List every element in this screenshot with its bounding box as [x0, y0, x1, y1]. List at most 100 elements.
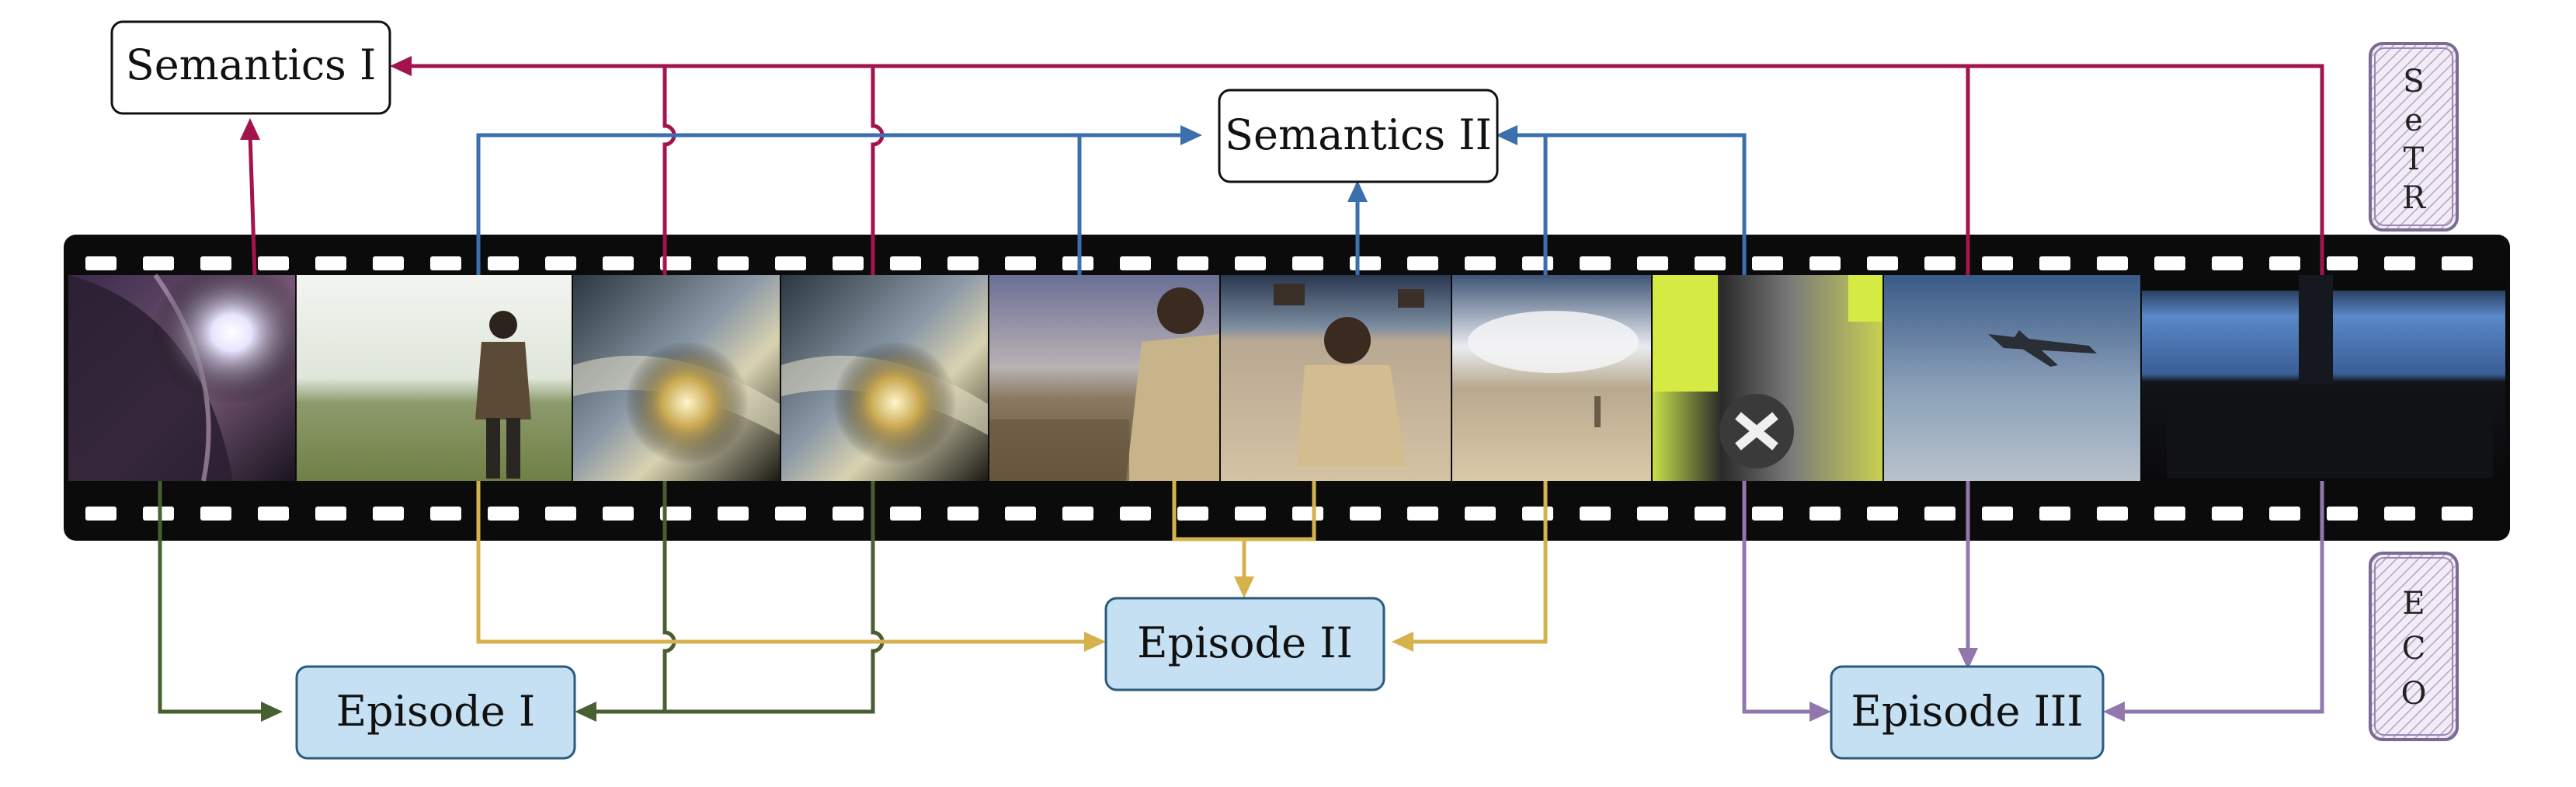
setr-letter-2: e — [2404, 103, 2423, 138]
sprocket-hole-bottom — [2269, 507, 2300, 521]
sprocket-hole-bottom — [2442, 507, 2473, 521]
arrowheads — [240, 56, 2125, 722]
arrowhead-episode-1-left — [261, 702, 283, 722]
episode-2-connectors — [476, 481, 1548, 644]
sprocket-hole-bottom — [1350, 507, 1381, 521]
arrowhead-semantics-2-left — [1180, 125, 1202, 145]
sprocket-hole-top — [1522, 256, 1553, 270]
sprocket-hole-bottom — [2154, 507, 2185, 521]
node-episode-3-label: Episode III — [1851, 687, 2083, 736]
side-label-eco: E C O — [2369, 552, 2459, 741]
arrowhead-episode-3-left — [1809, 702, 1831, 722]
sprocket-hole-bottom — [2097, 507, 2128, 521]
arrowhead-semantics-1-bottom — [240, 118, 260, 140]
sprocket-hole-top — [2039, 256, 2070, 270]
arrowhead-episode-2-right — [1392, 632, 1413, 652]
sprocket-hole-bottom — [85, 507, 116, 521]
node-semantics-1-label: Semantics I — [126, 40, 377, 89]
sprocket-hole-top — [2327, 256, 2358, 270]
eco-letter-2: C — [2402, 631, 2426, 667]
semantics-2-connectors — [476, 133, 1747, 275]
semantics-2-right-trunk — [1511, 133, 1747, 275]
arrowhead-semantics-1-right — [390, 56, 412, 76]
sprocket-hole-top — [315, 256, 346, 270]
arrowhead-episode-3-top — [1958, 648, 1978, 670]
sprocket-hole-top — [1465, 256, 1496, 270]
frame-man-crouching-desert — [1221, 275, 1451, 481]
sprocket-hole-bottom — [947, 507, 979, 521]
sprocket-hole-bottom — [545, 507, 576, 521]
episode-3-connectors — [1742, 481, 2324, 714]
sprocket-hole-top — [200, 256, 231, 270]
sprocket-hole-top — [1350, 256, 1381, 270]
sprocket-hole-bottom — [1005, 507, 1036, 521]
semantics-1-trunk — [398, 64, 2324, 275]
sprocket-hole-bottom — [1752, 507, 1783, 521]
episode-2-right-arm — [1407, 481, 1548, 644]
episode-3-right-arm — [2119, 481, 2324, 714]
sprocket-hole-top — [488, 256, 519, 270]
sprocket-hole-top — [1235, 256, 1266, 270]
episode-2-left-arm — [476, 481, 1090, 644]
sprocket-hole-bottom — [1637, 507, 1668, 521]
sprocket-hole-bottom — [2039, 507, 2070, 521]
arrowhead-episode-1-right — [575, 702, 596, 722]
sprocket-hole-bottom — [1522, 507, 1553, 521]
sprocket-hole-top — [545, 256, 576, 270]
sprocket-hole-top — [1809, 256, 1841, 270]
sprocket-hole-top — [2154, 256, 2185, 270]
sprocket-hole-bottom — [1062, 507, 1093, 521]
node-episode-1-label: Episode I — [336, 687, 536, 736]
arrowhead-semantics-2-bottom — [1347, 180, 1368, 202]
sprocket-hole-bottom — [1867, 507, 1898, 521]
film-frames — [68, 273, 2505, 482]
sprocket-hole-top — [1407, 256, 1438, 270]
sprocket-hole-bottom — [258, 507, 289, 521]
setr-letter-3: T — [2404, 141, 2425, 177]
sprocket-hole-top — [2097, 256, 2128, 270]
sprocket-hole-bottom — [775, 507, 806, 521]
side-label-setr: S e T R — [2369, 42, 2459, 232]
sprocket-hole-top — [947, 256, 979, 270]
sprocket-hole-bottom — [2212, 507, 2243, 521]
sprocket-hole-top — [2442, 256, 2473, 270]
sprocket-hole-top — [258, 256, 289, 270]
node-episode-2-label: Episode II — [1137, 618, 1353, 667]
sprocket-hole-bottom — [1695, 507, 1726, 521]
node-semantics-1: Semantics I — [110, 20, 391, 115]
sprocket-hole-top — [1924, 256, 1955, 270]
frame-man-grassland — [297, 275, 572, 481]
node-semantics-2-label: Semantics II — [1225, 110, 1492, 159]
sprocket-hole-top — [1867, 256, 1898, 270]
sprocket-hole-top — [2384, 256, 2415, 270]
sprocket-hole-top — [775, 256, 806, 270]
node-semantics-2: Semantics II — [1218, 89, 1499, 183]
setr-letter-1: S — [2403, 64, 2424, 99]
frame-man-desert-portrait — [989, 275, 1219, 481]
sprocket-hole-bottom — [660, 507, 691, 521]
sprocket-hole-bottom — [488, 507, 519, 521]
sprocket-hole-bottom — [430, 507, 461, 521]
sprocket-hole-bottom — [1407, 507, 1438, 521]
episode-1-left-arm — [158, 481, 266, 714]
sprocket-row-bottom — [85, 507, 2473, 521]
eco-letter-1: E — [2402, 586, 2425, 622]
sprocket-hole-top — [2212, 256, 2243, 270]
sprocket-hole-bottom — [1924, 507, 1955, 521]
sprocket-hole-bottom — [1982, 507, 2013, 521]
connector-lines — [158, 64, 2324, 714]
sprocket-hole-bottom — [2327, 507, 2358, 521]
sprocket-hole-bottom — [2384, 507, 2415, 521]
sprocket-hole-top — [1005, 256, 1036, 270]
sprocket-hole-bottom — [200, 507, 231, 521]
sprocket-hole-top — [1580, 256, 1611, 270]
frame-desert-clouds — [1452, 275, 1651, 481]
node-episode-1: Episode I — [295, 665, 576, 760]
sprocket-hole-bottom — [1120, 507, 1151, 521]
frame-planet-space — [68, 273, 295, 482]
setr-letter-4: R — [2402, 180, 2427, 216]
sprocket-hole-bottom — [603, 507, 634, 521]
frame-galaxy-1 — [573, 275, 780, 481]
arrowhead-episode-2-top — [1234, 576, 1254, 598]
